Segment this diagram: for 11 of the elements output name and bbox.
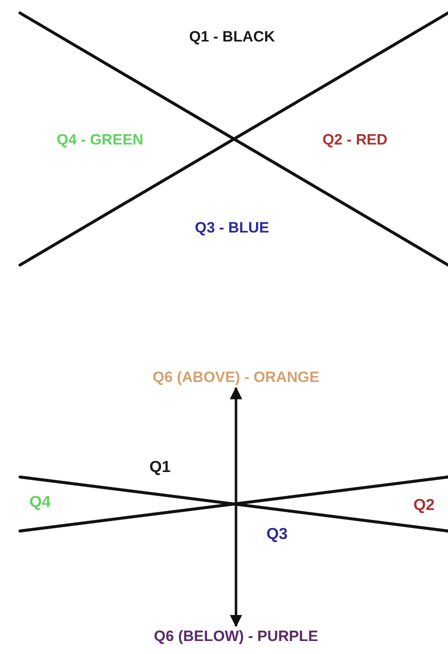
quadrant-label: Q1 — [149, 459, 171, 477]
quadrant-label: Q4 - GREEN — [56, 132, 144, 148]
quadrant-label: Q3 - BLUE — [194, 220, 270, 236]
quadrant-label: Q3 — [266, 526, 288, 544]
quadrant-label: Q2 — [413, 497, 435, 515]
quadrant-label: Q4 — [29, 494, 51, 512]
quadrant-label: Q2 - RED — [322, 132, 388, 148]
quadrant-label: Q1 - BLACK — [189, 28, 275, 46]
direction-label: Q6 (ABOVE) - ORANGE — [148, 367, 324, 388]
double-arrow — [230, 386, 242, 628]
direction-label: Q6 (BELOW) - PURPLE — [150, 626, 322, 647]
